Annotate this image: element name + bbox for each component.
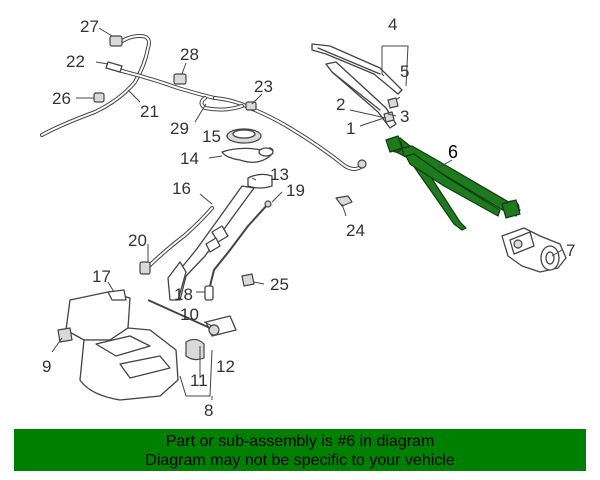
- callout-20: 20: [128, 231, 147, 250]
- callout-26: 26: [52, 89, 71, 108]
- callout-15: 15: [202, 127, 221, 146]
- callout-6: 6: [448, 142, 458, 162]
- washer-reservoir: [57, 289, 237, 401]
- callout-5: 5: [400, 62, 409, 81]
- callout-23: 23: [254, 77, 273, 96]
- callout-7: 7: [566, 241, 575, 260]
- callout-25: 25: [270, 275, 289, 294]
- hose-20: [139, 206, 214, 275]
- banner-line-1: Part or sub-assembly is #6 in diagram: [165, 433, 435, 450]
- callout-13: 13: [270, 165, 289, 184]
- washer-rod-19: [204, 195, 353, 301]
- callout-29: 29: [170, 119, 189, 138]
- wiper-motor: [501, 227, 567, 273]
- callout-9: 9: [42, 357, 51, 376]
- wiper-linkage-part-6[interactable]: [385, 135, 521, 231]
- callout-27: 27: [80, 17, 99, 36]
- wiper-arm-blade: [311, 43, 403, 129]
- washer-filler-neck: [167, 128, 274, 301]
- washer-hose-assembly: [40, 34, 367, 171]
- callout-24: 24: [346, 221, 365, 240]
- callout-28: 28: [180, 45, 199, 64]
- callout-1: 1: [346, 119, 355, 138]
- callout-10: 10: [180, 305, 199, 324]
- callout-12: 12: [216, 357, 235, 376]
- info-banner: Part or sub-assembly is #6 in diagram Di…: [14, 429, 586, 471]
- callout-18: 18: [174, 285, 193, 304]
- callout-11: 11: [190, 371, 208, 390]
- callout-22: 22: [66, 52, 85, 71]
- banner-line-2: Diagram may not be specific to your vehi…: [145, 452, 455, 469]
- callout-16: 16: [172, 179, 191, 198]
- callout-numbers: 27 22 26 21 28 23 29 15 14 13 16 19 20 2…: [42, 15, 575, 420]
- callout-8: 8: [204, 401, 213, 420]
- callout-19: 19: [286, 181, 305, 200]
- callout-17: 17: [92, 267, 111, 286]
- callout-2: 2: [336, 95, 345, 114]
- callout-14: 14: [180, 149, 199, 168]
- callout-4: 4: [388, 15, 397, 34]
- leader-lines: [51, 27, 563, 400]
- callout-21: 21: [140, 102, 159, 121]
- callout-3: 3: [400, 107, 409, 126]
